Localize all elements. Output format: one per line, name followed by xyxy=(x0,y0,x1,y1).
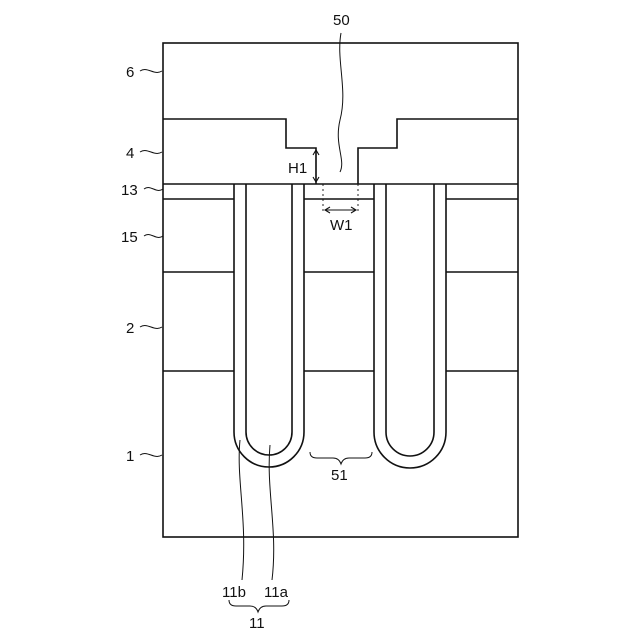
layer-4-top-right xyxy=(358,119,518,184)
label-trench-11: 11 xyxy=(249,615,265,632)
label-h1: H1 xyxy=(288,160,307,177)
label-w1: W1 xyxy=(330,217,353,234)
label-opening-50: 50 xyxy=(333,12,350,29)
trench-left-inner xyxy=(246,184,292,455)
brace-51 xyxy=(310,452,372,464)
leader-11b xyxy=(239,440,244,580)
leader-13 xyxy=(144,188,163,191)
leader-2 xyxy=(140,326,162,329)
label-layer-1: 1 xyxy=(126,448,134,465)
leader-11a xyxy=(269,445,274,580)
label-layer-4: 4 xyxy=(126,145,134,162)
label-layer-15: 15 xyxy=(121,229,138,246)
label-layer-13: 13 xyxy=(121,182,138,199)
label-region-51: 51 xyxy=(331,467,348,484)
label-core-11a: 11a xyxy=(264,584,289,601)
leader-6 xyxy=(140,70,162,73)
label-layer-2: 2 xyxy=(126,320,134,337)
label-liner-11b: 11b xyxy=(222,584,246,601)
label-layer-6: 6 xyxy=(126,64,134,81)
trench-left-outer xyxy=(234,184,304,467)
brace-11 xyxy=(229,600,289,612)
leader-1 xyxy=(140,454,162,457)
leader-50 xyxy=(338,33,343,172)
trench-right-outer xyxy=(374,184,446,468)
leader-15 xyxy=(144,235,163,238)
trench-right-inner xyxy=(386,184,434,456)
leader-4 xyxy=(140,151,162,154)
